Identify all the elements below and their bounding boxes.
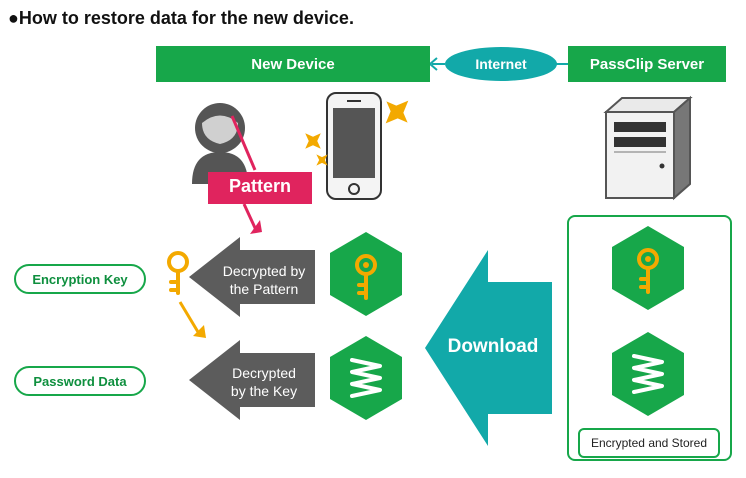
page-title: ●How to restore data for the new device. xyxy=(8,8,354,28)
pattern-label: Pattern xyxy=(228,176,291,196)
server-icon xyxy=(603,95,693,201)
decrypted-by-pattern-line-2: the Pattern xyxy=(229,281,299,297)
passclip-server-bar: PassClip Server xyxy=(568,46,726,82)
pattern-arrow xyxy=(230,115,262,234)
stored-password-data-hexagon xyxy=(612,332,684,416)
internet-bubble xyxy=(445,47,557,81)
key-icon xyxy=(167,251,189,295)
decrypted-by-key-line-1: Decrypted xyxy=(232,365,296,381)
internet-connection-arrow xyxy=(428,57,568,71)
decrypted-by-key-line-2: by the Key xyxy=(230,383,298,399)
stored-key-hexagon xyxy=(612,226,684,310)
pattern-label-box xyxy=(208,172,312,204)
smartphone-icon xyxy=(326,92,382,200)
decrypted-by-pattern-label: Decrypted by the Pattern xyxy=(212,262,316,298)
decrypted-by-key-arrow xyxy=(189,340,315,420)
download-label: Download xyxy=(447,336,539,357)
password-data-hexagon xyxy=(330,336,402,420)
password-data-pill: Password Data xyxy=(14,366,146,396)
decrypted-by-pattern-arrow xyxy=(189,237,315,317)
decrypted-by-pattern-line-1: Decrypted by xyxy=(222,263,306,279)
download-arrow xyxy=(425,250,552,446)
person-icon xyxy=(192,103,248,184)
encrypted-stored-label: Encrypted and Stored xyxy=(578,428,720,458)
new-device-bar: New Device xyxy=(156,46,430,82)
sparkle-icon xyxy=(305,100,409,166)
key-down-arrow xyxy=(178,301,206,338)
decrypted-by-key-label: Decrypted by the Key xyxy=(212,364,316,400)
key-hexagon xyxy=(330,232,402,316)
encryption-key-pill: Encryption Key xyxy=(14,264,146,294)
internet-label: Internet xyxy=(475,56,527,72)
